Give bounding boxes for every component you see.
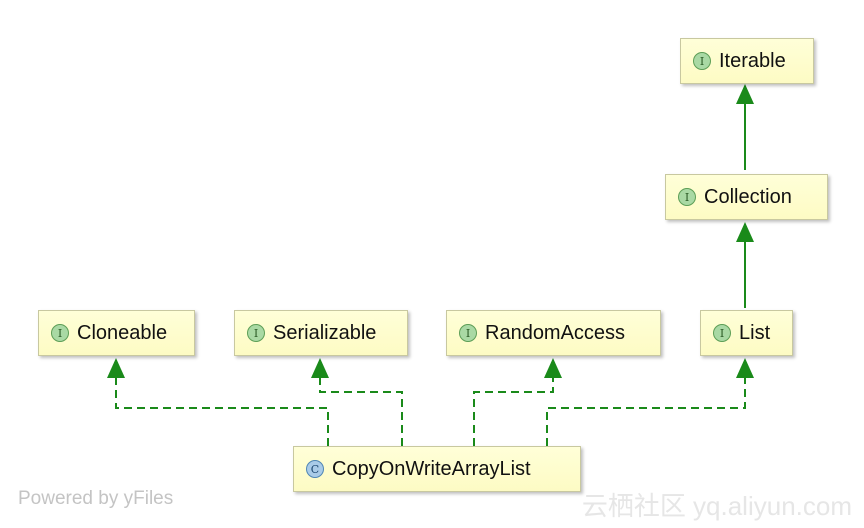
interface-icon: I (51, 324, 69, 342)
node-cloneable[interactable]: I Cloneable (38, 310, 195, 356)
node-list[interactable]: I List (700, 310, 793, 356)
node-iterable[interactable]: I Iterable (680, 38, 814, 84)
interface-icon: I (247, 324, 265, 342)
node-label: CopyOnWriteArrayList (332, 457, 531, 480)
node-label: Cloneable (77, 321, 168, 344)
node-label: Serializable (273, 321, 377, 344)
arrowhead-list (736, 358, 754, 378)
arrowhead-collection (736, 222, 754, 242)
footer-credit: Powered by yFiles (18, 488, 174, 509)
interface-icon: I (678, 188, 696, 206)
arrowhead-cloneable (107, 358, 125, 378)
node-label: Collection (704, 185, 792, 208)
edge-cowal-to-randomaccess (473, 378, 554, 446)
watermark: 云栖社区 yq.aliyun.com (581, 491, 852, 521)
arrowhead-serializable (311, 358, 329, 378)
interface-icon: I (693, 52, 711, 70)
node-randomaccess[interactable]: I RandomAccess (446, 310, 661, 356)
edge-cowal-to-serializable (319, 378, 403, 446)
edge-cowal-to-cloneable (115, 378, 329, 446)
arrowhead-iterable (736, 84, 754, 104)
node-copyonwritearraylist[interactable]: C CopyOnWriteArrayList (293, 446, 581, 492)
arrowhead-randomaccess (544, 358, 562, 378)
node-serializable[interactable]: I Serializable (234, 310, 408, 356)
interface-icon: I (459, 324, 477, 342)
node-label: RandomAccess (485, 321, 626, 344)
node-label: Iterable (719, 49, 786, 72)
edge-cowal-to-list (546, 378, 746, 446)
class-icon: C (306, 460, 324, 478)
node-collection[interactable]: I Collection (665, 174, 828, 220)
interface-icon: I (713, 324, 731, 342)
node-label: List (739, 321, 771, 344)
